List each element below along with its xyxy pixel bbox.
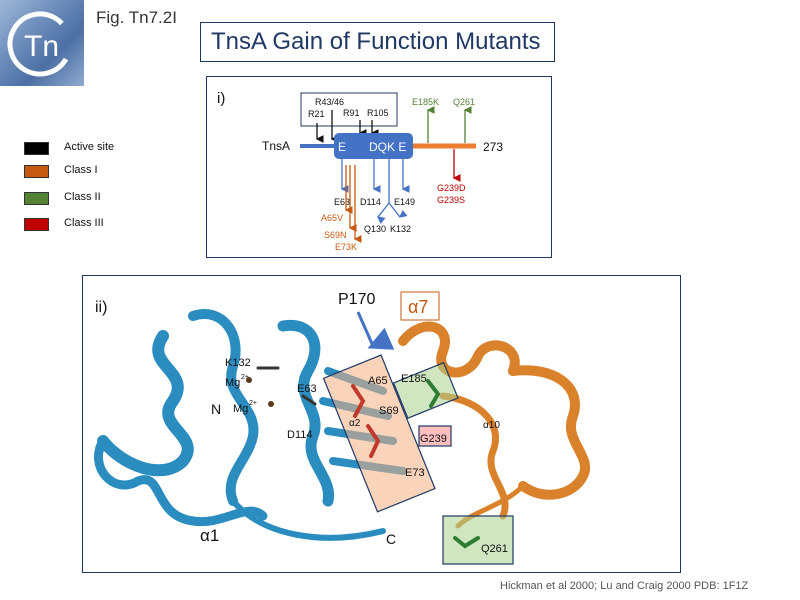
residue-r91: R91 xyxy=(343,108,360,118)
residue-e149: E149 xyxy=(394,197,415,207)
label-mg-2: Mg xyxy=(233,403,248,415)
logo-ring xyxy=(7,11,73,77)
tn-logo: Tn xyxy=(0,0,84,86)
label-alpha2: α2 xyxy=(349,418,361,429)
residue-e185k: E185K xyxy=(412,97,439,107)
residue-a65v: A65V xyxy=(321,213,343,223)
residue-r21: R21 xyxy=(308,109,325,119)
top-residue-box xyxy=(300,92,398,127)
e185-highlight-box xyxy=(392,361,459,419)
label-n-terminus: N xyxy=(211,401,221,417)
stick-e63 xyxy=(301,394,317,406)
panel-ii-structure: ii) P170 α7 xyxy=(82,275,681,573)
page-title: TnsA Gain of Function Mutants xyxy=(211,28,541,55)
residue-sticks xyxy=(256,366,480,549)
domain-label-dqke: DQK E xyxy=(369,140,406,154)
residue-d114: D114 xyxy=(360,197,381,207)
class1-highlight-group xyxy=(322,354,436,513)
protein-length: 273 xyxy=(483,140,503,154)
label-mg-1-charge: 2+ xyxy=(241,374,249,381)
label-q261: Q261 xyxy=(481,543,508,555)
label-alpha1: α1 xyxy=(200,526,219,545)
helix-label-alpha7: α7 xyxy=(408,297,428,317)
label-mg-2-charge: 2+ xyxy=(249,400,257,407)
residue-q261: Q261 xyxy=(453,97,475,107)
ribbon-loop xyxy=(230,498,386,541)
label-s69: S69 xyxy=(379,405,399,417)
ribbon-helix-left xyxy=(97,330,194,477)
alpha7-box xyxy=(400,291,440,321)
mg-ion-2 xyxy=(268,401,274,407)
class1-highlight-box xyxy=(322,354,436,513)
label-d114: D114 xyxy=(287,429,312,441)
figure-label: Fig. Tn7.2I xyxy=(96,8,177,27)
legend-label: Class III xyxy=(64,217,104,229)
legend-label: Class II xyxy=(64,191,101,203)
label-e185: E185 xyxy=(401,373,427,385)
legend-swatch xyxy=(24,192,49,205)
ribbon-orange-loop xyxy=(439,392,509,520)
stick-q261 xyxy=(453,536,480,549)
catalytic-domain-box xyxy=(334,133,413,159)
ribbon-orange-domain xyxy=(398,321,590,529)
panel-ii-label: ii) xyxy=(95,299,107,316)
label-mg-1: Mg xyxy=(225,377,240,389)
residue-r105: R105 xyxy=(367,108,389,118)
ribbon-helix-center xyxy=(188,309,259,506)
residue-g239d: G239D xyxy=(437,183,466,193)
panel-i-label: i) xyxy=(217,90,225,107)
legend-label: Active site xyxy=(64,141,115,153)
stick-e185 xyxy=(426,379,441,408)
stick-a65 xyxy=(351,384,366,418)
ribbon-helix-alpha7 xyxy=(398,321,520,378)
stick-e73 xyxy=(366,424,381,458)
residue-g239s: G239S xyxy=(437,195,465,205)
arrow-q130 xyxy=(376,202,390,225)
ribbon-helix-right xyxy=(277,319,335,507)
label-alpha10: α10 xyxy=(483,420,500,431)
domain-map-graphic: i) R43/46 R21 R91 R105 TnsA E DQK E 273 … xyxy=(217,90,503,252)
mg-ion-1 xyxy=(246,377,252,383)
legend-swatch xyxy=(24,218,49,231)
label-c-terminus: C xyxy=(386,531,396,547)
protein-name: TnsA xyxy=(262,139,290,153)
title-box: TnsA Gain of Function Mutants xyxy=(200,22,555,62)
label-a65: A65 xyxy=(368,375,388,387)
ribbon-helix-alpha10 xyxy=(508,365,590,500)
residue-q130: Q130 xyxy=(364,224,386,234)
structure-graphic: ii) P170 α7 xyxy=(94,291,590,565)
class2-e185-group xyxy=(392,361,459,419)
pointer-arrow xyxy=(356,311,395,350)
panel-i-domain-map: i) R43/46 R21 R91 R105 TnsA E DQK E 273 … xyxy=(206,76,552,258)
label-k132: K132 xyxy=(225,357,251,369)
logo-text: Tn xyxy=(24,30,59,63)
arrow-k132 xyxy=(388,202,408,218)
label-g239: G239 xyxy=(420,433,447,445)
residue-r43-46: R43/46 xyxy=(315,97,344,107)
legend-label: Class I xyxy=(64,164,98,176)
residue-e73k: E73K xyxy=(335,242,357,252)
residue-e63: E63 xyxy=(334,197,350,207)
logo-graphic: Tn xyxy=(7,11,73,77)
residue-s69n: S69N xyxy=(324,230,347,240)
source-credit: Hickman et al 2000; Lu and Craig 2000 PD… xyxy=(500,580,749,592)
label-e63: E63 xyxy=(297,383,317,395)
label-e73: E73 xyxy=(405,467,425,479)
legend-swatch xyxy=(24,165,49,178)
residue-k132: K132 xyxy=(390,224,411,234)
g239-highlight-box xyxy=(418,425,452,447)
legend-swatch xyxy=(24,142,49,155)
ribbon-strand-bottom xyxy=(94,436,268,527)
domain-label-e: E xyxy=(338,140,346,154)
pointer-label-p170: P170 xyxy=(338,291,375,308)
